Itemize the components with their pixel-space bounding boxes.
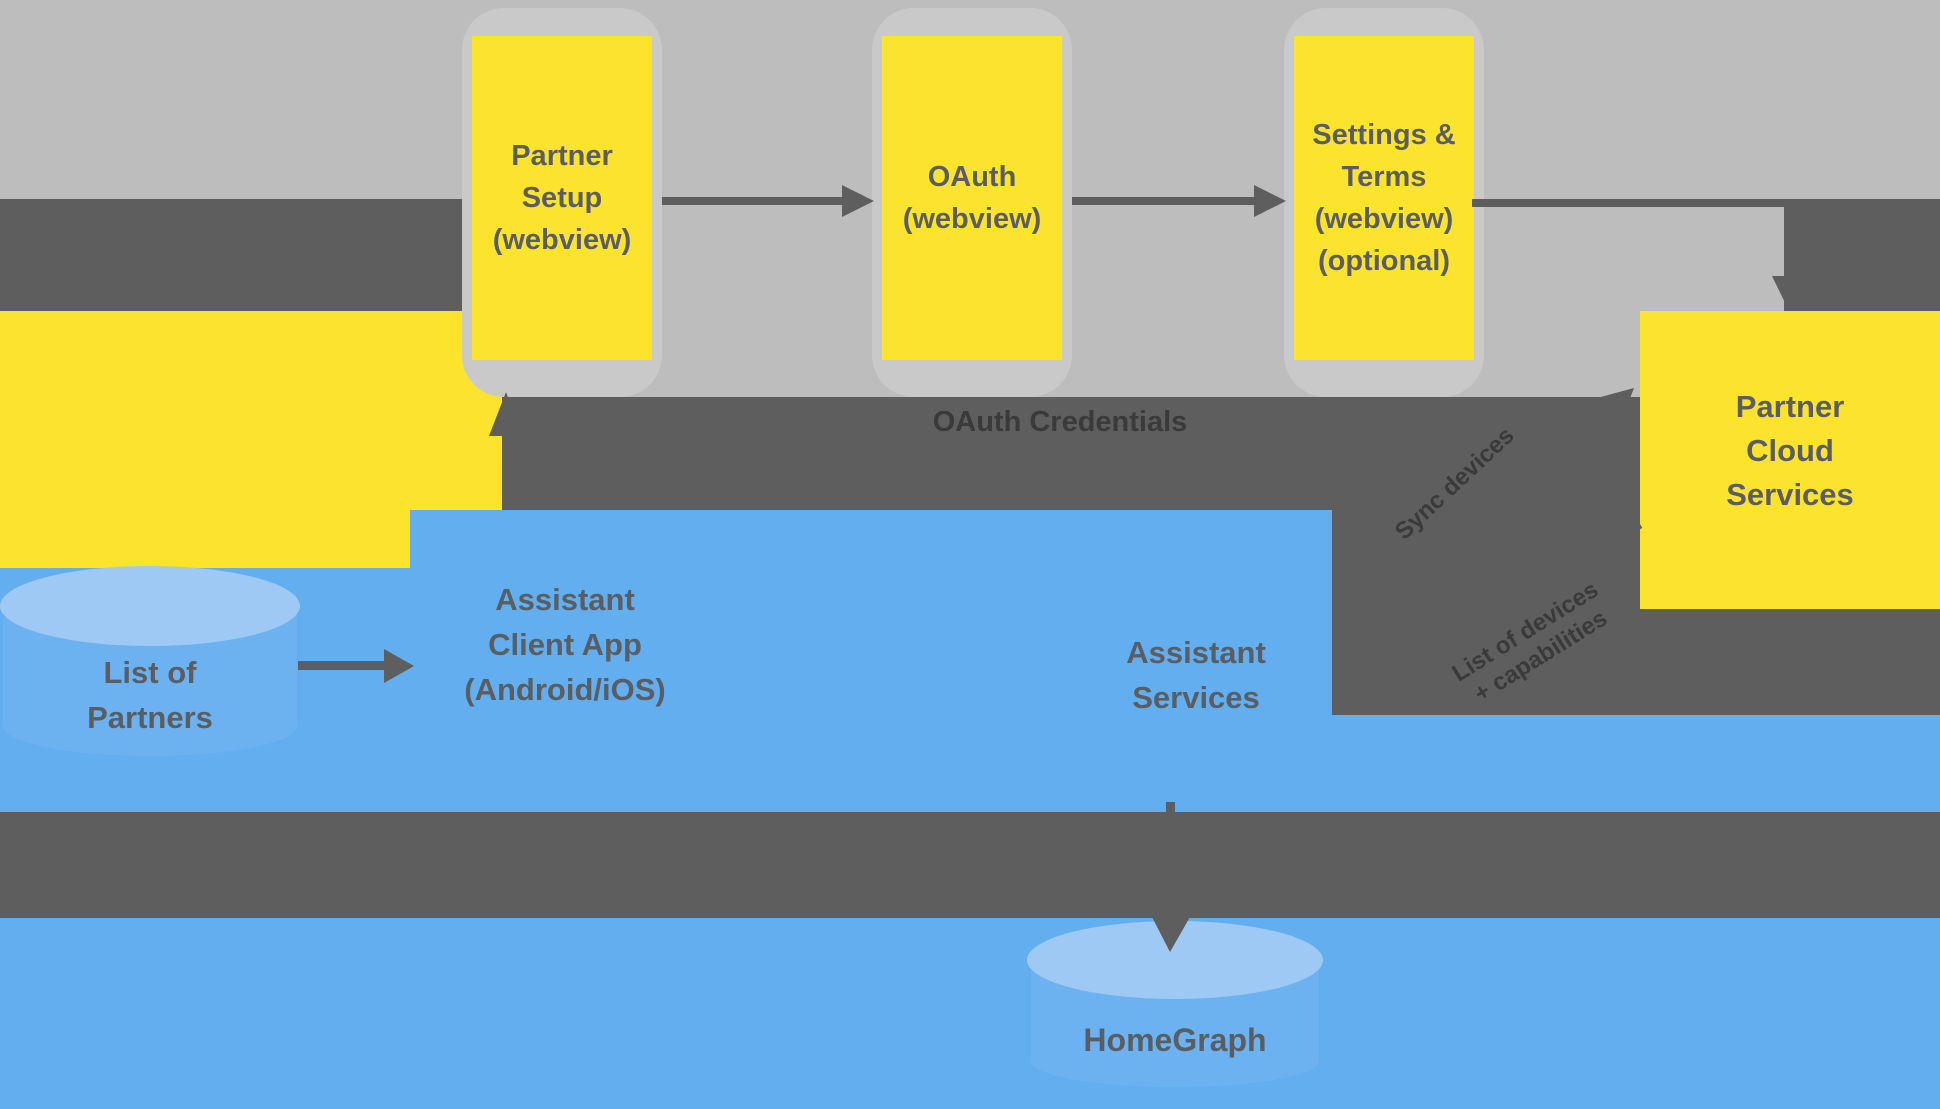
settings-terms-label: Settings & Terms (webview) (optional) [1294, 36, 1474, 360]
partner-cloud-line2: Cloud [1746, 433, 1834, 468]
partner-setup-box [472, 36, 652, 360]
assistant-services-label: Assistant Services [1046, 630, 1346, 720]
list-of-partners-db-top [0, 566, 300, 646]
partner-setup-line2: Setup [521, 182, 603, 214]
oauth-credentials-label: OAuth Credentials [880, 406, 1240, 439]
settings-terms-line4: (optional) [1317, 245, 1451, 277]
oauth-label: OAuth (webview) [882, 36, 1062, 360]
top-right-dark-block [1784, 199, 1940, 311]
assistant-client-line3: (Android/iOS) [464, 672, 666, 707]
assistant-client-line1: Assistant [495, 582, 635, 617]
assistant-services-line2: Services [1132, 680, 1260, 715]
homegraph-text: HomeGraph [1083, 1022, 1267, 1058]
partner-cloud-label: Partner Cloud Services [1640, 385, 1940, 517]
settings-terms-box [1294, 36, 1474, 360]
list-of-partners-line1: List of [103, 655, 197, 690]
partner-setup-line3: (webview) [492, 224, 632, 256]
list-of-partners-label: List of Partners [0, 650, 300, 740]
oauth-credentials-text: OAuth Credentials [932, 406, 1188, 438]
assistant-blue-panel [410, 510, 1332, 812]
oauth-box [882, 36, 1062, 360]
assistant-client-line2: Client App [488, 627, 642, 662]
settings-terms-line2: Terms [1341, 161, 1427, 193]
homegraph-db-top [1027, 921, 1323, 999]
settings-terms-line1: Settings & [1312, 119, 1456, 151]
oauth-line2: (webview) [902, 203, 1042, 235]
right-blue-strip [1330, 715, 1940, 812]
partner-setup-line1: Partner [511, 140, 613, 172]
top-dark-flow-band [0, 199, 470, 311]
settings-terms-line3: (webview) [1314, 203, 1454, 235]
oauth-line1: OAuth [927, 161, 1017, 193]
list-of-partners-line2: Partners [87, 700, 213, 735]
assistant-client-app-label: Assistant Client App (Android/iOS) [405, 577, 725, 712]
partner-setup-label: Partner Setup (webview) [472, 36, 652, 360]
bottom-dark-band [0, 812, 1940, 918]
partner-cloud-line3: Services [1726, 477, 1854, 512]
partner-cloud-line1: Partner [1735, 389, 1845, 424]
partner-cloud-services-box [1640, 311, 1940, 609]
assistant-services-line1: Assistant [1126, 635, 1266, 670]
homegraph-label: HomeGraph [1025, 1022, 1325, 1059]
bottom-blue-band [0, 918, 1940, 1109]
